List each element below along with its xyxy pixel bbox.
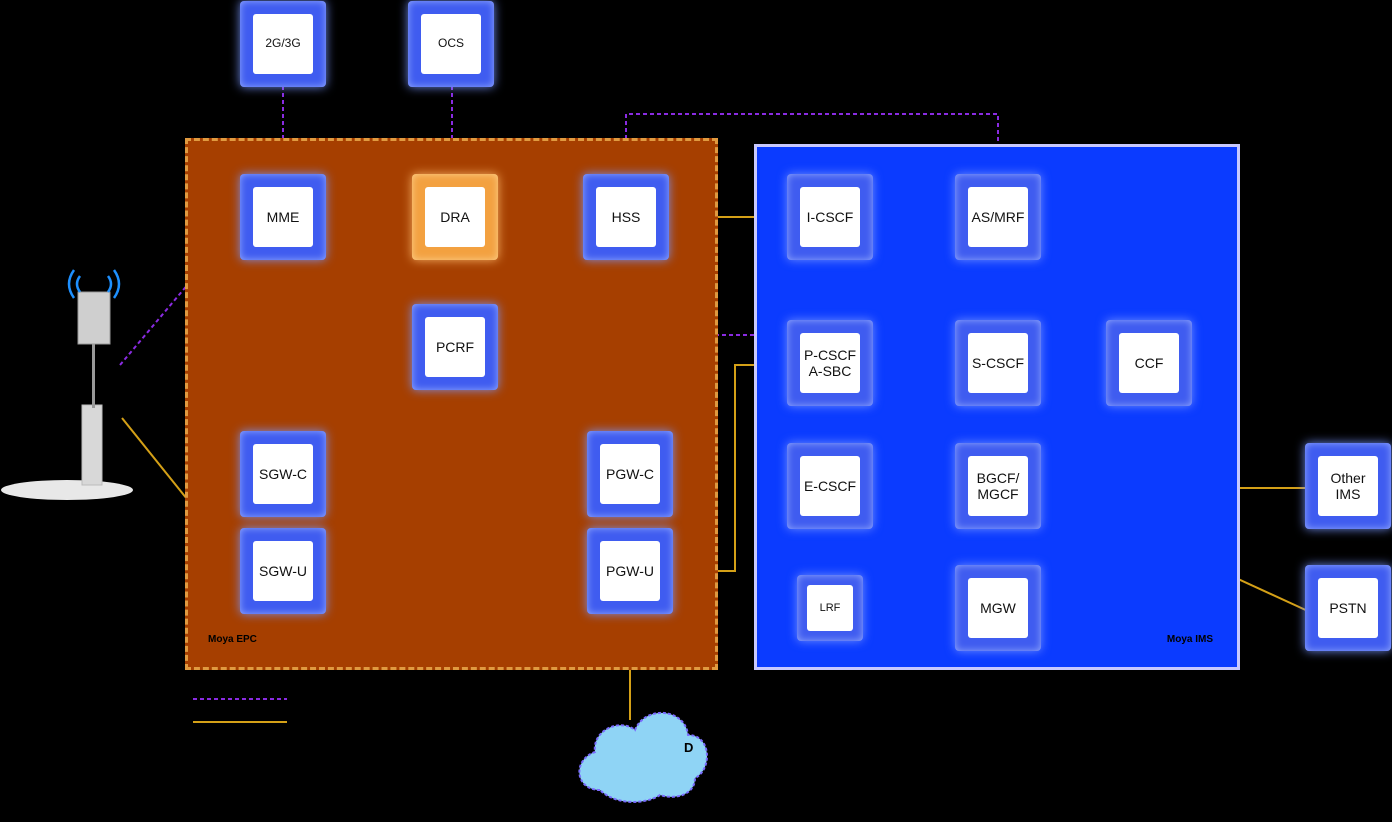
node-ocs-label: OCS [421,14,481,74]
node-dra[interactable]: DRA [412,174,498,260]
node-mgw-label: MGW [968,578,1028,638]
node-pgw-u-label: PGW-U [600,541,660,601]
node-2g3g[interactable]: 2G/3G [240,1,326,87]
radio-waves-icon [67,269,121,299]
node-s-cscf[interactable]: S-CSCF [955,320,1041,406]
node-ccf[interactable]: CCF [1106,320,1192,406]
node-pgw-c[interactable]: PGW-C [587,431,673,517]
node-pgw-c-label: PGW-C [600,444,660,504]
node-mgw[interactable]: MGW [955,565,1041,651]
node-bgcf-mgcf[interactable]: BGCF/ MGCF [955,443,1041,529]
node-mme-label: MME [253,187,313,247]
node-other-ims[interactable]: Other IMS [1305,443,1391,529]
node-p-cscf[interactable]: P-CSCF A-SBC [787,320,873,406]
node-sgw-c-label: SGW-C [253,444,313,504]
node-hss[interactable]: HSS [583,174,669,260]
node-p-cscf-label: P-CSCF A-SBC [800,333,860,393]
node-sgw-c[interactable]: SGW-C [240,431,326,517]
node-lrf-label: LRF [807,585,853,631]
node-sgw-u[interactable]: SGW-U [240,528,326,614]
node-e-cscf[interactable]: E-CSCF [787,443,873,529]
node-pgw-u[interactable]: PGW-U [587,528,673,614]
node-lrf[interactable]: LRF [797,575,863,641]
node-as-mrf-label: AS/MRF [968,187,1028,247]
node-pcrf-label: PCRF [425,317,485,377]
node-ocs[interactable]: OCS [408,1,494,87]
node-e-cscf-label: E-CSCF [800,456,860,516]
node-sgw-u-label: SGW-U [253,541,313,601]
antenna-head-icon [77,291,111,345]
node-dra-label: DRA [425,187,485,247]
antenna-base-icon [1,480,133,500]
link-ran-mme [119,231,233,366]
antenna-pole-icon [81,404,103,486]
node-pcrf[interactable]: PCRF [412,304,498,390]
node-other-ims-label: Other IMS [1318,456,1378,516]
node-i-cscf-label: I-CSCF [800,187,860,247]
node-i-cscf[interactable]: I-CSCF [787,174,873,260]
cloud-icon [578,712,708,803]
cloud-label: D [684,740,693,755]
ims-label: Moya IMS [1166,634,1213,645]
node-bgcf-mgcf-label: BGCF/ MGCF [968,456,1028,516]
node-s-cscf-label: S-CSCF [968,333,1028,393]
node-pstn[interactable]: PSTN [1305,565,1391,651]
node-ccf-label: CCF [1119,333,1179,393]
node-pstn-label: PSTN [1318,578,1378,638]
node-hss-label: HSS [596,187,656,247]
node-2g3g-label: 2G/3G [253,14,313,74]
node-as-mrf[interactable]: AS/MRF [955,174,1041,260]
antenna-mast-icon [92,340,95,408]
node-mme[interactable]: MME [240,174,326,260]
epc-label: Moya EPC [208,634,257,645]
